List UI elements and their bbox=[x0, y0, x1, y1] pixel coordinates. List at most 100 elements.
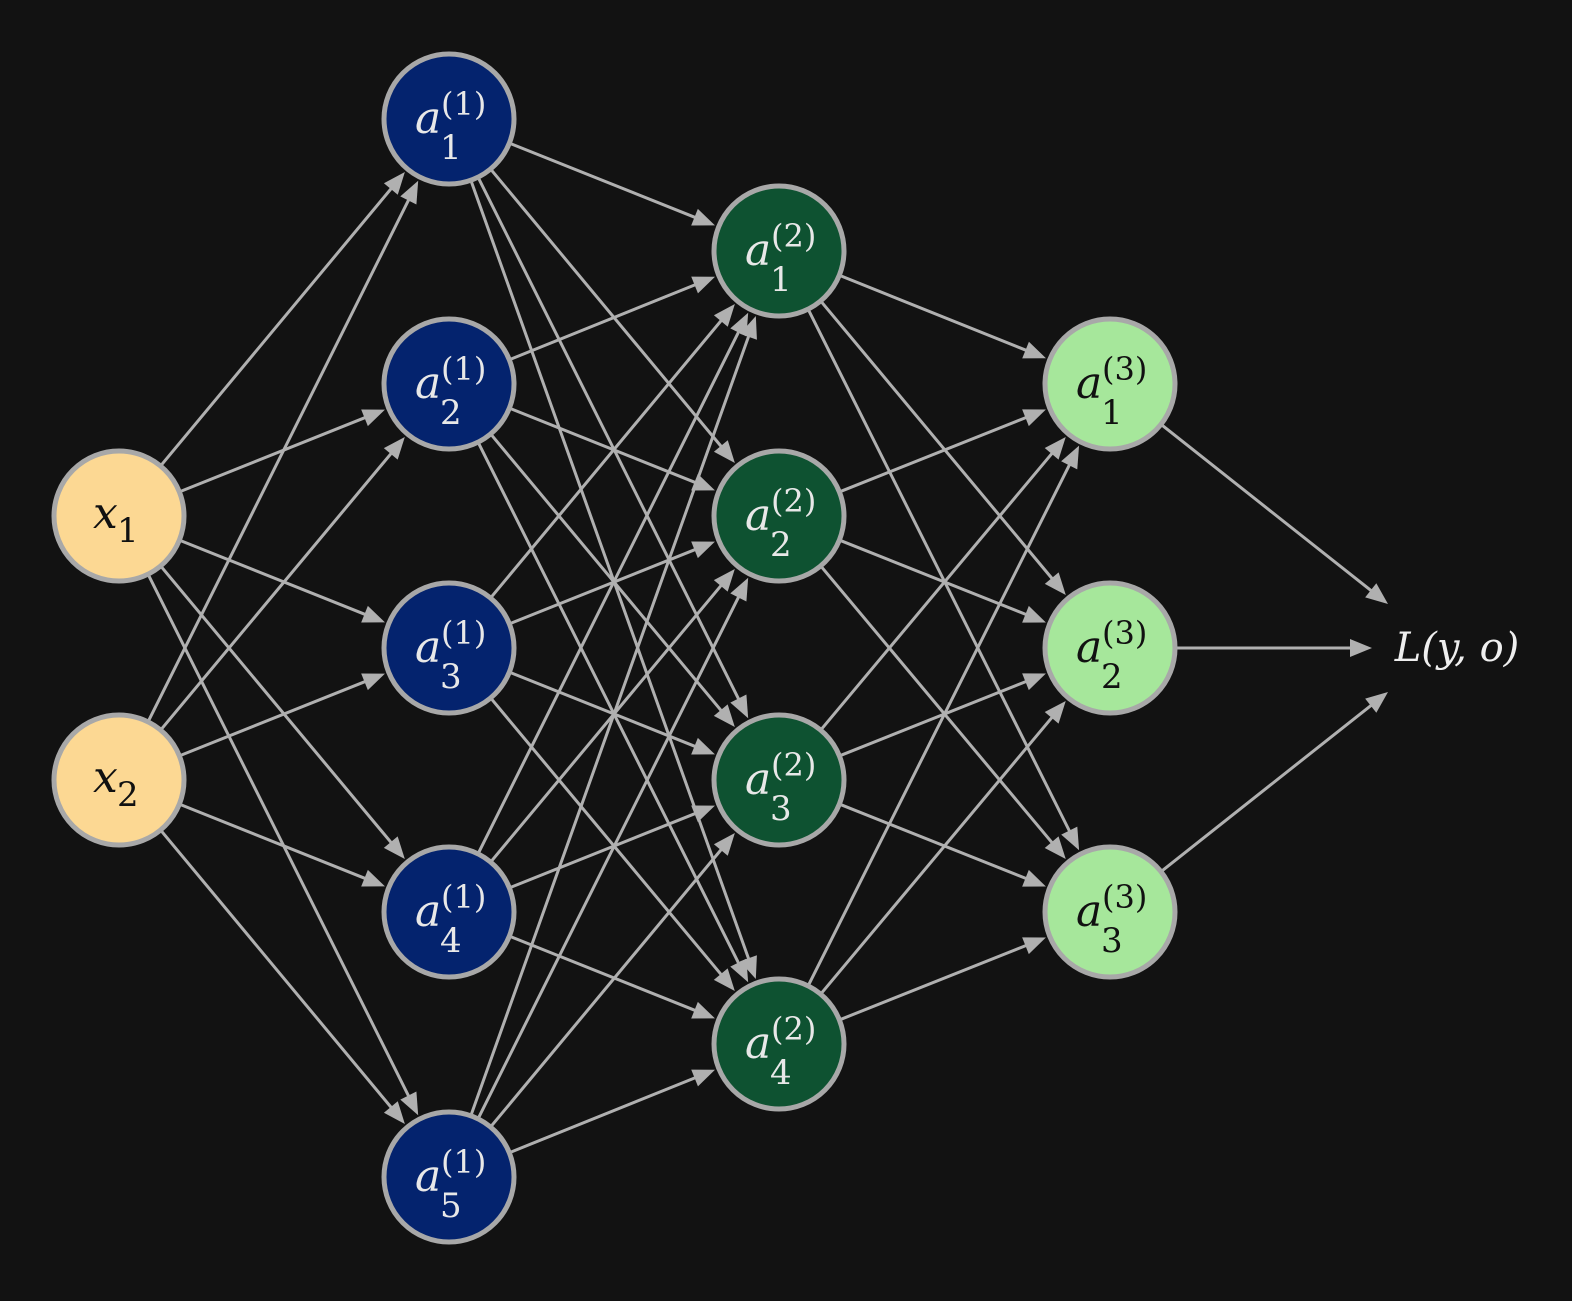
edge-line bbox=[839, 416, 1027, 493]
edge-line bbox=[490, 169, 723, 448]
edge-h2_3-to-o3 bbox=[839, 803, 1046, 887]
node-label-subscript: 3 bbox=[440, 657, 462, 697]
edge-h1_4-to-h2_1 bbox=[477, 312, 749, 854]
node-o2: a2(3) bbox=[1042, 580, 1178, 716]
node-label-base: a bbox=[745, 225, 771, 276]
arrowhead bbox=[361, 605, 385, 623]
edge-x1-to-h1_3 bbox=[179, 539, 385, 623]
edge-line bbox=[807, 463, 1071, 986]
node-label-base: a bbox=[415, 358, 441, 409]
edge-line bbox=[820, 716, 1054, 995]
node-label-superscript: (1) bbox=[441, 614, 486, 652]
arrowhead bbox=[1061, 445, 1080, 470]
edge-x2-to-h1_5 bbox=[160, 830, 405, 1124]
edge-line bbox=[160, 830, 393, 1109]
edge-h1_2-to-h2_3 bbox=[490, 433, 735, 727]
edge-h1_3-to-h2_1 bbox=[490, 304, 735, 598]
edge-line bbox=[509, 142, 697, 219]
edge-h1_2-to-h2_1 bbox=[509, 276, 715, 361]
edge-line bbox=[1161, 424, 1373, 592]
arrowhead bbox=[1044, 572, 1066, 595]
edge-x2-to-h1_2 bbox=[160, 437, 405, 731]
edge-h1_5-to-h2_3 bbox=[490, 833, 735, 1127]
edge-o3-to-loss bbox=[1161, 692, 1388, 872]
edge-line bbox=[147, 198, 410, 722]
node-circle bbox=[711, 976, 847, 1112]
arrowhead bbox=[1061, 826, 1080, 851]
node-label-base: a bbox=[745, 754, 771, 805]
edge-line bbox=[179, 416, 367, 493]
arrowhead bbox=[361, 869, 385, 887]
node-h2_1: a1(2) bbox=[711, 183, 847, 319]
edge-h2_2-to-o3 bbox=[820, 565, 1066, 860]
arrowhead bbox=[1044, 436, 1066, 460]
edge-line bbox=[509, 935, 697, 1012]
node-h2_3: a3 (2) bbox=[711, 712, 847, 848]
arrowhead bbox=[691, 208, 715, 226]
edge-line bbox=[820, 565, 1054, 844]
edge-h2_1-to-o3 bbox=[807, 309, 1080, 851]
node-h1_3: a3(1) bbox=[381, 580, 517, 716]
edge-h2_2-to-o2 bbox=[839, 539, 1046, 623]
connections bbox=[147, 142, 1388, 1154]
edge-x2-to-h1_3 bbox=[179, 673, 385, 757]
node-label-base: a bbox=[745, 1018, 771, 1069]
edge-h1_1-to-h2_2 bbox=[490, 169, 735, 463]
node-label-base: x bbox=[93, 752, 118, 803]
node-label-superscript: (2) bbox=[771, 746, 816, 784]
edge-h2_4-to-o2 bbox=[820, 700, 1066, 995]
edge-h1_5-to-h2_1 bbox=[469, 316, 757, 1116]
node-label-subscript: 3 bbox=[770, 789, 792, 829]
node-label-subscript: 3 bbox=[1101, 921, 1123, 961]
edge-o1-to-loss bbox=[1161, 424, 1388, 604]
edge-line bbox=[160, 452, 393, 731]
edge-x1-to-h1_4 bbox=[160, 565, 405, 859]
arrowhead bbox=[1350, 639, 1372, 657]
arrowhead bbox=[691, 541, 715, 559]
arrowhead bbox=[1365, 583, 1388, 604]
node-circle bbox=[1042, 580, 1178, 716]
edge-line bbox=[839, 680, 1027, 757]
loss-label: L(y, o) bbox=[1394, 625, 1520, 671]
node-label-superscript: (2) bbox=[771, 482, 816, 520]
edge-h1_1-to-h2_3 bbox=[477, 177, 749, 719]
node-label-base: a bbox=[1076, 622, 1102, 673]
edge-h2_1-to-o2 bbox=[820, 300, 1066, 595]
node-h1_2: a2(1) bbox=[381, 316, 517, 452]
edge-line bbox=[509, 671, 697, 748]
node-label-subscript: 2 bbox=[117, 775, 139, 815]
node-h1_4: a4(1) bbox=[381, 844, 517, 980]
edge-line bbox=[839, 274, 1028, 352]
edge-line bbox=[477, 442, 740, 965]
arrowhead bbox=[1022, 409, 1046, 427]
edge-line bbox=[490, 848, 723, 1127]
edge-line bbox=[509, 1076, 697, 1154]
node-circle bbox=[1042, 316, 1178, 452]
edge-line bbox=[839, 539, 1027, 616]
edge-line bbox=[470, 180, 750, 960]
edge-line bbox=[490, 433, 723, 712]
edge-h1_5-to-h2_2 bbox=[477, 577, 749, 1119]
edge-x1-to-h1_2 bbox=[179, 409, 385, 493]
edge-line bbox=[179, 539, 367, 616]
edge-h2_2-to-o1 bbox=[839, 409, 1046, 493]
node-circle bbox=[1042, 844, 1178, 980]
edge-line bbox=[490, 697, 723, 976]
node-label-subscript: 1 bbox=[440, 128, 462, 168]
edge-line bbox=[839, 944, 1027, 1021]
arrowhead bbox=[730, 958, 749, 983]
arrowhead bbox=[361, 409, 385, 427]
node-label-base: x bbox=[93, 488, 118, 539]
arrowhead bbox=[383, 437, 405, 460]
arrowhead bbox=[691, 1001, 715, 1019]
node-label-base: a bbox=[415, 93, 441, 144]
arrowhead bbox=[730, 577, 749, 602]
arrowhead bbox=[1044, 700, 1066, 724]
arrowhead bbox=[713, 833, 735, 856]
edge-line bbox=[509, 407, 697, 484]
edge-h1_4-to-h2_3 bbox=[509, 805, 715, 889]
